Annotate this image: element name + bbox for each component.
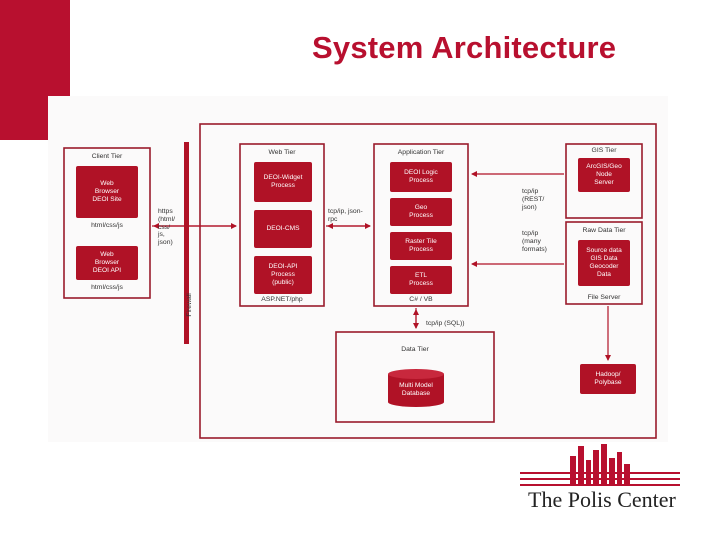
client-tier-label-1: html/css/js: [91, 222, 123, 229]
raw-data-tier-footer: File Server: [587, 294, 621, 301]
gis-protocol-label: tcp/ip (REST/ json): [522, 188, 545, 211]
deoi-logic-box: DEOI Logic Process: [390, 162, 452, 192]
raster-tile-box: Raster Tile Process: [390, 232, 452, 260]
slide-title: System Architecture: [312, 30, 617, 65]
firewall-label: Firewall: [186, 293, 194, 317]
arcgis-server-box: ArcGIS/Geo Node Server: [578, 158, 630, 192]
diagram-lines: [63, 123, 657, 439]
sql-protocol-label: tcp/ip (SQL)): [426, 320, 465, 327]
hadoop-polybase-box: Hadoop/ Polybase: [580, 364, 636, 394]
raw-data-tier-title: Raw Data Tier: [582, 227, 626, 234]
https-label: https (html/ css/ js, json): [158, 208, 175, 247]
deoi-cms-box: DEOI-CMS: [254, 210, 312, 248]
deoi-widget-box: DEOI-Widget Process: [254, 162, 312, 202]
architecture-diagram: Client Tier Web Browser DEOI Site html/c…: [48, 96, 668, 442]
web-browser-site-box: Web Browser DEOI Site: [76, 166, 138, 218]
source-data-box: Source data GIS Data Geocoder Data: [578, 240, 630, 286]
corner-decoration-top: [0, 0, 70, 96]
web-tier-footer: ASP.NET/php: [261, 296, 303, 303]
deoi-api-box: DEOI-API Process (public): [254, 256, 312, 294]
web-browser-api-box: Web Browser DEOI API: [76, 246, 138, 280]
raw-protocol-label: tcp/ip (many formats): [522, 230, 547, 253]
app-tier-title: Application Tier: [397, 149, 445, 156]
etl-process-box: ETL Process: [390, 266, 452, 294]
app-tier-footer: C# / VB: [409, 296, 433, 303]
geo-process-box: Geo Process: [390, 198, 452, 226]
web-tier-title: Web Tier: [268, 149, 296, 156]
client-tier-title: Client Tier: [91, 153, 123, 160]
gis-tier-title: GIS Tier: [591, 147, 617, 154]
corner-decoration-bottom: [0, 96, 48, 140]
polis-center-logo-text: The Polis Center: [528, 487, 676, 512]
web-app-protocol-label: tcp/ip, json- rpc: [328, 208, 363, 223]
polis-center-logo-icon: [520, 444, 680, 486]
multi-model-database: Multi Model Database: [399, 382, 433, 397]
client-tier-label-2: html/css/js: [91, 284, 123, 291]
data-tier-title: Data Tier: [401, 346, 429, 353]
